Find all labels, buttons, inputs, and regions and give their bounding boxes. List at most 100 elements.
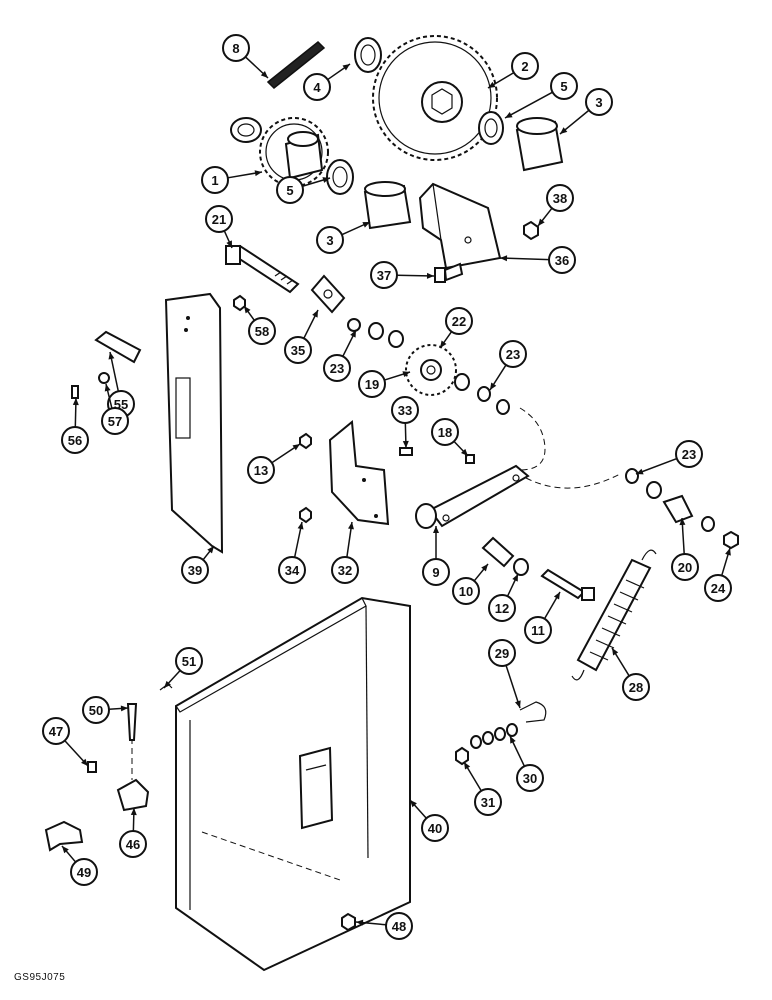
callout-8: 8	[222, 34, 269, 79]
callout-number: 8	[232, 41, 239, 56]
callout-arrow	[505, 112, 513, 118]
callout-3: 3	[559, 88, 613, 135]
callout-arrow	[402, 440, 409, 448]
washer	[230, 117, 262, 143]
callout-number: 12	[495, 601, 509, 616]
callout-arrow	[292, 444, 300, 451]
screw	[71, 385, 79, 399]
washer	[354, 37, 382, 73]
lock-plate	[310, 274, 346, 314]
callout-number: 30	[523, 771, 537, 786]
callout-28: 28	[611, 647, 650, 701]
callout-circle	[181, 556, 209, 584]
callout-number: 23	[682, 447, 696, 462]
callout-circle	[704, 574, 732, 602]
callout-13: 13	[247, 443, 301, 484]
small-sprocket	[259, 117, 329, 187]
cover-box	[175, 596, 411, 972]
bushing	[515, 117, 564, 172]
callout-36: 36	[499, 246, 576, 274]
callout-arrow	[254, 170, 262, 177]
nut	[341, 912, 356, 932]
callout-circle	[101, 407, 129, 435]
callout-circle	[499, 340, 527, 368]
callout-circle	[248, 317, 276, 345]
callout-circle	[675, 440, 703, 468]
callout-arrow	[725, 548, 731, 556]
callout-number: 56	[68, 433, 82, 448]
cap-screw	[434, 262, 464, 283]
callout-circle	[278, 556, 306, 584]
callout-number: 35	[291, 343, 305, 358]
bushing	[363, 181, 412, 230]
callout-12: 12	[488, 573, 519, 622]
callout-number: 57	[108, 414, 122, 429]
callout-51: 51	[163, 647, 203, 689]
washer	[98, 372, 110, 384]
callout-35: 35	[284, 309, 319, 364]
callout-circle	[585, 88, 613, 116]
callout-circle	[331, 556, 359, 584]
callout-arrow	[312, 310, 318, 318]
bushing	[662, 494, 694, 524]
callout-circle	[316, 226, 344, 254]
callout-circle	[671, 553, 699, 581]
callout-circle	[42, 717, 70, 745]
callout-arrow	[108, 352, 115, 360]
callout-number: 36	[555, 253, 569, 268]
callout-11: 11	[524, 591, 561, 644]
callout-leader	[505, 665, 521, 709]
callout-arrow	[342, 64, 350, 71]
callout-number: 9	[432, 565, 439, 580]
callout-circle	[82, 696, 110, 724]
callout-46: 46	[119, 807, 147, 858]
callout-38: 38	[537, 184, 574, 227]
callout-leader	[635, 457, 678, 475]
callout-23: 23	[635, 440, 703, 475]
callout-arrow	[679, 518, 686, 526]
callout-23: 23	[489, 340, 527, 391]
callout-number: 28	[629, 680, 643, 695]
callout-arrow	[362, 222, 370, 228]
callout-circle	[524, 616, 552, 644]
callout-circle	[445, 307, 473, 335]
callout-arrow	[410, 800, 417, 808]
callout-arrow	[512, 574, 518, 582]
callout-leader	[499, 257, 550, 261]
callout-number: 1	[211, 173, 218, 188]
parts-drawing	[44, 35, 739, 972]
u-bolt	[519, 701, 547, 723]
callout-arrow	[553, 592, 560, 600]
callout-number: 11	[531, 623, 545, 638]
callout-circle	[247, 456, 275, 484]
callout-circle	[323, 354, 351, 382]
latch-lever	[94, 330, 142, 364]
long-bolt	[225, 244, 300, 294]
callout-arrow	[356, 919, 364, 926]
callout-circle	[119, 830, 147, 858]
callout-arrow	[560, 127, 568, 134]
callout-20: 20	[671, 517, 699, 581]
callout-arrow	[440, 340, 447, 348]
callout-arrow	[207, 546, 214, 554]
callout-4: 4	[303, 63, 351, 101]
callout-circle	[422, 558, 450, 586]
callout-number: 21	[212, 212, 226, 227]
callout-arrow	[433, 526, 439, 533]
callout-2: 2	[487, 52, 539, 89]
callout-arrow	[81, 758, 88, 766]
callout-number: 47	[49, 724, 63, 739]
vertical-plate	[164, 292, 224, 554]
callout-number: 33	[398, 403, 412, 418]
callout-arrow	[538, 218, 545, 226]
callout-number: 3	[595, 95, 602, 110]
callout-number: 10	[459, 584, 473, 599]
callout-39: 39	[181, 545, 215, 584]
callout-arrow	[481, 564, 488, 572]
callout-circle	[474, 788, 502, 816]
callout-50: 50	[82, 696, 129, 724]
nut	[299, 432, 312, 450]
callout-arrow	[510, 736, 516, 744]
callout-number: 37	[377, 268, 391, 283]
